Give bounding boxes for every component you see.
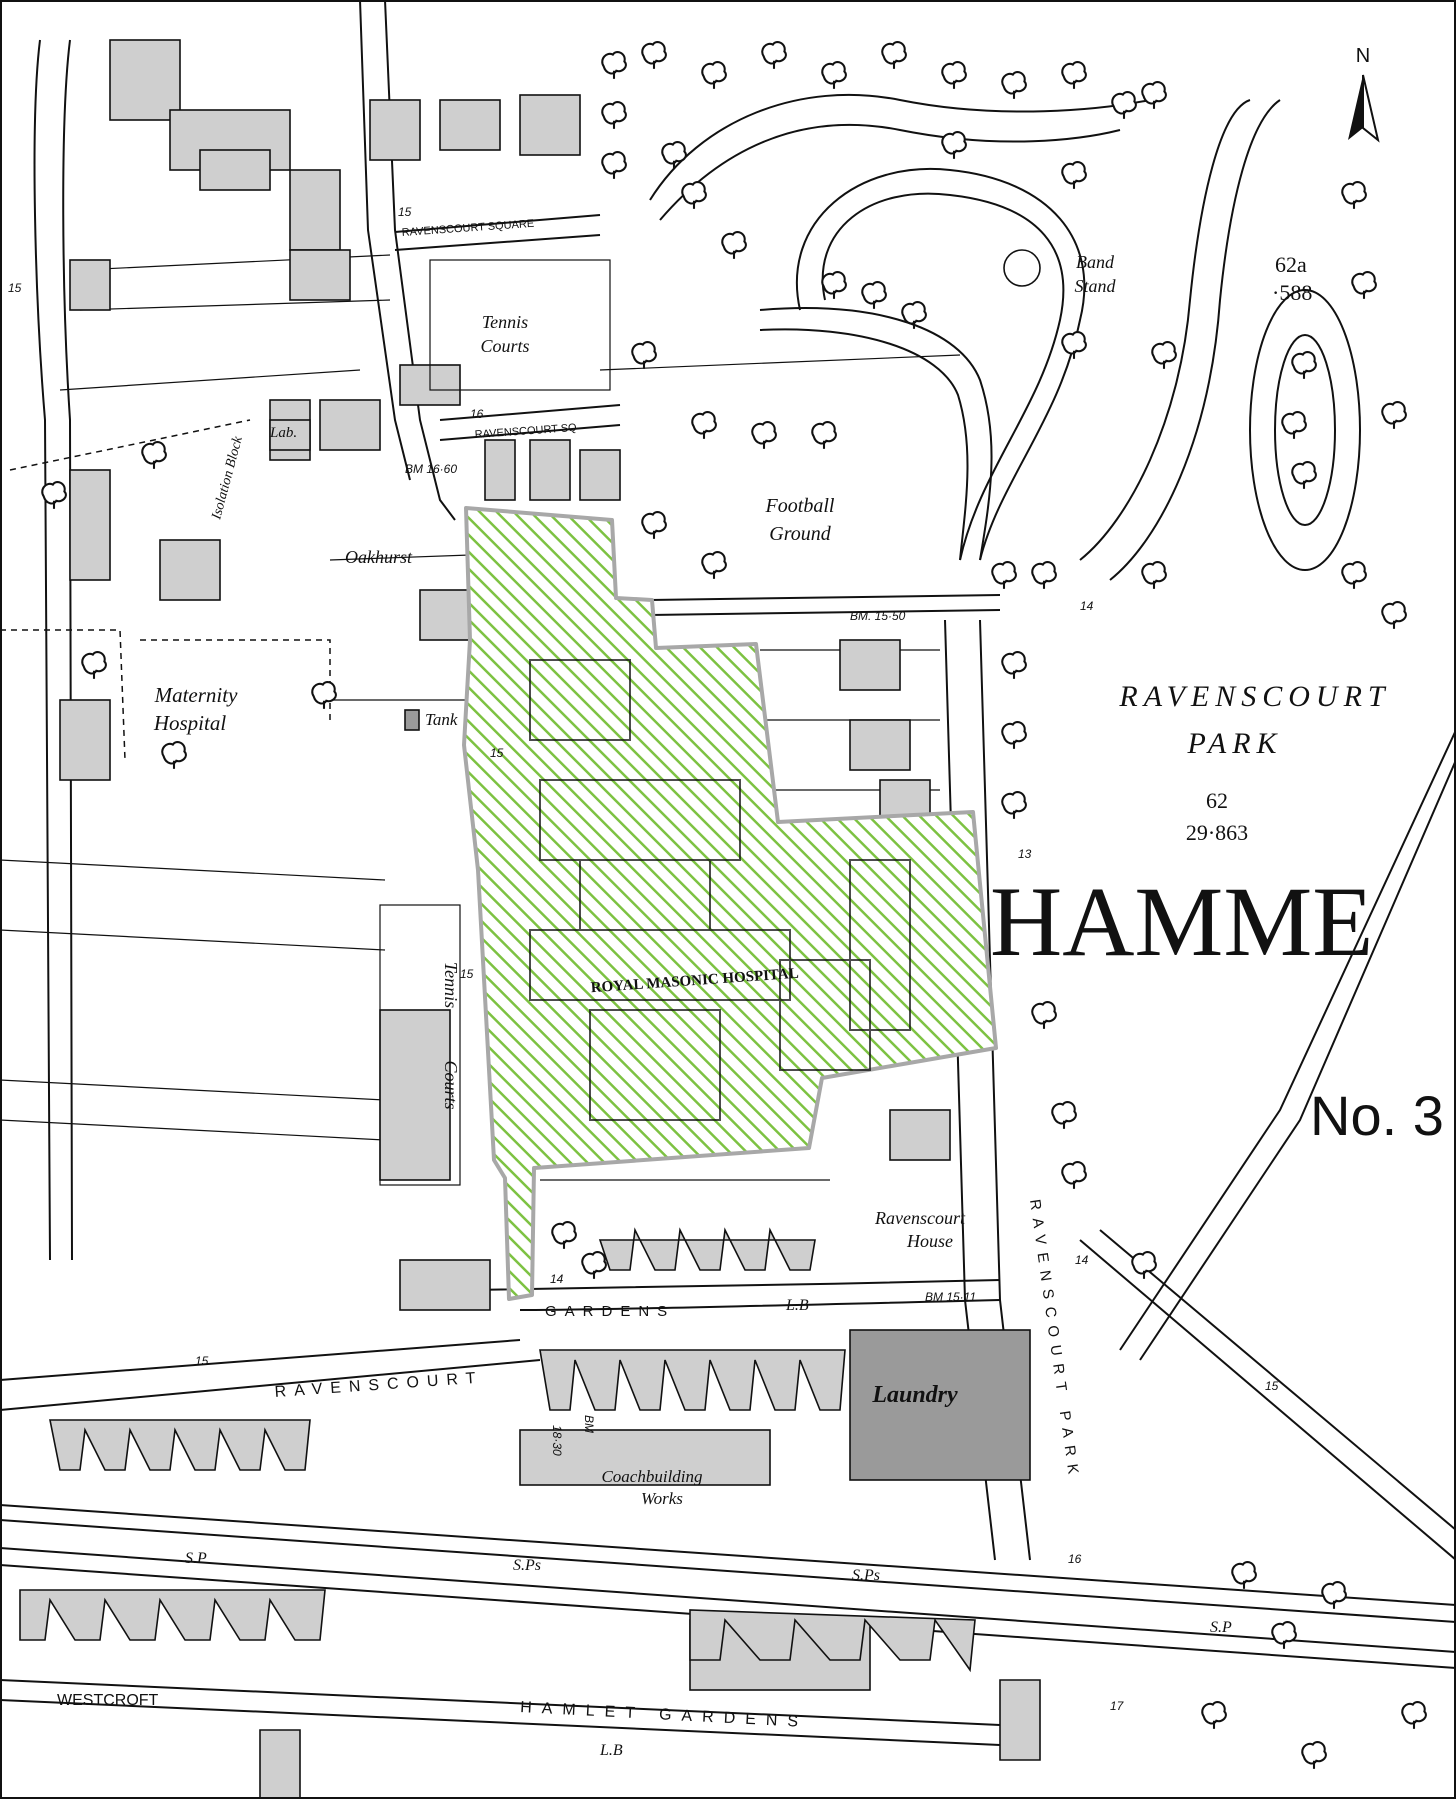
hospital-building-outlines [529, 659, 911, 1121]
label-sp-left: S.P [185, 1550, 207, 1567]
label-parcel-62a: 62a [1275, 252, 1307, 277]
label-bm-text: BM [582, 1415, 596, 1433]
label-height-14-c: 14 [1075, 1253, 1089, 1267]
label-height-14-a: 14 [550, 1272, 564, 1286]
label-football-ground-1: Football [765, 495, 835, 517]
label-sp-far-right: S.P [1210, 1619, 1232, 1636]
label-lab: Lab. [269, 425, 297, 441]
label-laundry: Laundry [871, 1382, 958, 1408]
label-hammersmith: HAMME [990, 866, 1373, 977]
label-height-15-e: 15 [195, 1354, 209, 1368]
site-boundary-royal-masonic-hospital[interactable] [462, 506, 998, 1301]
label-ravenscourt-park-2: PARK [1186, 727, 1282, 760]
label-height-16-b: 16 [1068, 1552, 1082, 1566]
label-coachbuilding-1: Coachbuilding [601, 1467, 702, 1486]
north-arrow-icon: N [1348, 45, 1380, 143]
label-parcel-62-area: 29·863 [1186, 820, 1248, 845]
label-westcroft: WESTCROFT [57, 1692, 159, 1709]
label-tennis-courts-side-2: Courts [441, 1060, 461, 1109]
label-oakhurst: Oakhurst [345, 547, 413, 567]
label-parcel-62: 62 [1206, 788, 1228, 813]
label-height-17: 17 [1110, 1699, 1125, 1713]
label-height-15-f: 15 [490, 746, 504, 760]
label-bm-1830: 18·30 [550, 1425, 564, 1456]
label-football-ground-2: Ground [769, 523, 831, 545]
label-height-15-a: 15 [398, 205, 412, 219]
label-tank: Tank [425, 710, 458, 729]
label-sps-mid: S.Ps [513, 1557, 541, 1574]
label-ravenscourt-park-1: RAVENSCOURT [1118, 680, 1390, 713]
label-band-stand-2: Stand [1074, 276, 1116, 296]
label-maternity-hospital-1: Maternity [154, 683, 238, 707]
label-ravenscourt-house-2: House [906, 1231, 953, 1251]
plot-boundaries [0, 254, 961, 1181]
north-label: N [1356, 45, 1370, 67]
label-tennis-courts-side-1: Tennis [441, 962, 461, 1008]
band-stand-icon [1003, 249, 1041, 287]
label-tennis-courts-top-1: Tennis [482, 312, 528, 332]
label-gardens: GARDENS [545, 1303, 675, 1320]
label-maternity-hospital-2: Hospital [153, 711, 227, 735]
label-height-15-c: 15 [8, 281, 22, 295]
label-band-stand-1: Band [1076, 252, 1115, 272]
label-sps-right: S.Ps [852, 1567, 880, 1584]
terrace-rows [19, 1227, 1041, 1799]
park-paths [649, 93, 1361, 616]
label-tennis-courts-top-2: Courts [480, 336, 529, 356]
label-coachbuilding-2: Works [641, 1489, 683, 1508]
label-bm-1511: BM 15·11 [925, 1290, 976, 1304]
label-height-15-b: 15 [460, 967, 474, 981]
label-bm-1660: BM 16·60 [405, 462, 457, 476]
label-height-14-b: 14 [1080, 599, 1094, 613]
tennis-courts-side [379, 904, 461, 1186]
label-parcel-62a-area: ·588 [1272, 280, 1312, 305]
label-no-3: No. 3 [1310, 1084, 1444, 1147]
label-height-15-d: 15 [1265, 1379, 1279, 1393]
tennis-courts-top [429, 259, 611, 391]
label-ravenscourt-house-1: Ravenscourt [874, 1208, 966, 1228]
label-lb-top: L.B [785, 1297, 809, 1314]
label-height-13: 13 [1018, 847, 1032, 861]
label-bm-1550: BM. 15·50 [850, 609, 906, 623]
label-lb-bottom: L.B [599, 1742, 623, 1759]
label-height-16-a: 16 [470, 407, 484, 421]
